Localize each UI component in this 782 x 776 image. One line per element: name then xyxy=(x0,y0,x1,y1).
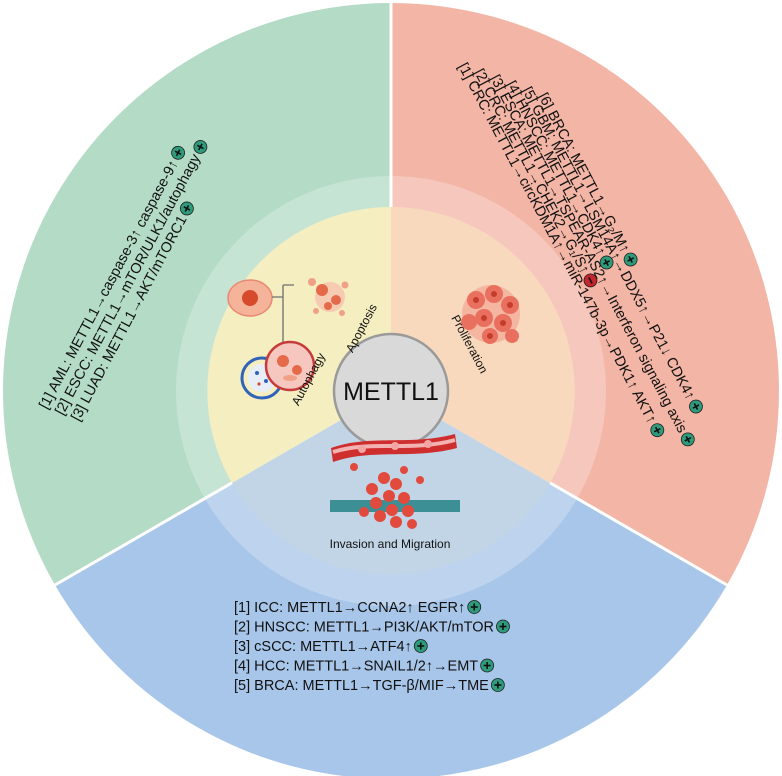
plus-circle-icon xyxy=(193,140,208,154)
plus-circle-icon xyxy=(490,678,505,692)
center-title: METTL1 xyxy=(343,378,439,406)
note-item: [3] cSCC: METTL1→ATF4↑ xyxy=(234,639,428,655)
note-item: [2] HNSCC: METTL1→PI3K/AKT/mTOR xyxy=(234,619,510,636)
note-text: [4] HCC: METTL1→SNAIL1/2↑→EMT xyxy=(234,659,478,675)
note-item: [1] ICC: METTL1→CCNA2↑ EGFR↑ xyxy=(234,600,482,616)
note-index: [3] xyxy=(234,639,250,655)
note-index: [5] xyxy=(234,678,250,694)
plus-circle-icon xyxy=(599,255,614,270)
plus-circle-icon xyxy=(467,600,482,614)
bracket-icon xyxy=(272,284,294,348)
plus-circle-icon xyxy=(623,252,638,267)
plus-circle-icon xyxy=(480,658,495,673)
plus-circle-icon xyxy=(689,399,703,414)
nucleus-icon xyxy=(242,290,258,306)
invasion-sector xyxy=(55,391,727,776)
note-index: [4] xyxy=(234,659,250,675)
minus-circle-icon xyxy=(583,273,598,288)
plus-circle-icon xyxy=(179,201,194,216)
note-text: [1] ICC: METTL1→CCNA2↑ EGFR↑ xyxy=(234,600,465,616)
note-item: [4] HCC: METTL1→SNAIL1/2↑→EMT xyxy=(234,658,495,675)
tumor-cells-icon xyxy=(350,463,424,529)
plus-circle-icon xyxy=(680,432,695,447)
note-text: [2] HNSCC: METTL1→PI3K/AKT/mTOR xyxy=(234,620,494,636)
note-text: [3] cSCC: METTL1→ATF4↑ xyxy=(234,639,412,655)
invasion-illustration: Invasion and Migration xyxy=(330,434,460,551)
note-text: [5] BRCA: METTL1→TGF-β/MIF→TME xyxy=(234,678,489,694)
center-node: METTL1 xyxy=(332,332,450,450)
invasion-notes: [1] ICC: METTL1→CCNA2↑ EGFR↑ [2] HNSCC: M… xyxy=(234,600,510,694)
plus-circle-icon xyxy=(496,619,510,634)
plus-circle-icon xyxy=(413,639,428,653)
note-index: [1] xyxy=(234,600,250,616)
cell-cluster-icon xyxy=(461,285,520,344)
apoptotic-cell-icon xyxy=(308,278,349,316)
note-index: [2] xyxy=(234,620,250,636)
invasion-label: Invasion and Migration xyxy=(330,537,451,551)
plus-circle-icon xyxy=(171,145,186,160)
autophagosome-icon xyxy=(240,340,316,400)
plus-circle-icon xyxy=(650,423,665,438)
note-item: [5] BRCA: METTL1→TGF-β/MIF→TME xyxy=(234,678,505,694)
